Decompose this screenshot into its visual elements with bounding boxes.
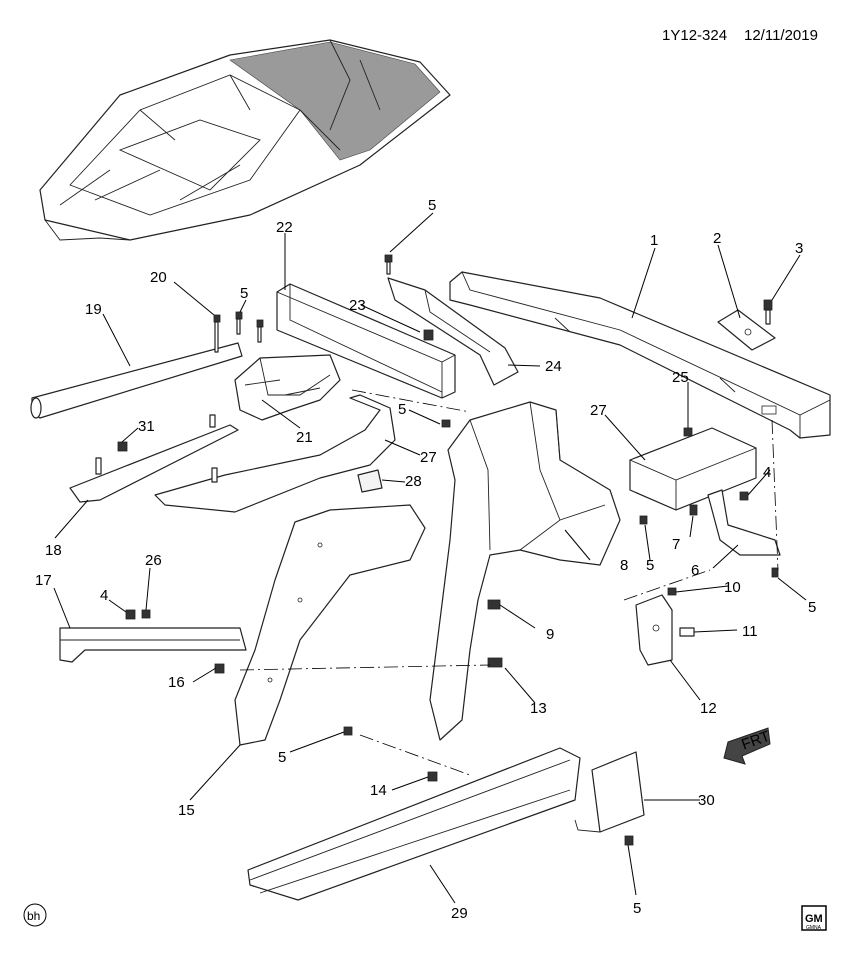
part-21-tube: [30, 342, 243, 419]
callout-27: 26: [145, 552, 162, 569]
callout-6: 6: [691, 562, 699, 579]
artist-mark-text: bh: [27, 909, 40, 923]
callout-5: 5: [278, 749, 286, 766]
part-17-panel: [234, 504, 426, 746]
gm-logo-text: GM: [805, 913, 823, 925]
gm-logo-subtext: GMNA: [806, 925, 822, 931]
callout-28: 27: [590, 402, 607, 419]
front-arrow-icon: FRT: [723, 727, 772, 765]
callout-20: 18: [45, 542, 62, 559]
callout-14: 14: [370, 782, 387, 799]
callout-9: 9: [546, 626, 554, 643]
part-19-bar: [59, 627, 247, 663]
part-8-housing: [429, 401, 621, 741]
part-25-clip: [423, 329, 434, 341]
diagram-date: 12/11/2019: [744, 27, 818, 44]
callout-5: 5: [646, 557, 654, 574]
callout-13: 13: [530, 700, 547, 717]
callout-17: 15: [178, 802, 195, 819]
callout-16: 29: [451, 905, 468, 922]
part-30-pad: [357, 469, 383, 493]
part-20-strip: [69, 414, 239, 503]
vehicle-body-overview: [39, 39, 451, 241]
callout-labels: 5 1 2 3 22 20 5 23 19 24 25 27 21 5 31 2…: [35, 197, 816, 922]
leader-lines: [53, 212, 807, 904]
part-16-sill: [247, 747, 581, 901]
callout-5: 5: [428, 197, 436, 214]
fasteners: [125, 254, 779, 846]
callout-24: 22: [276, 219, 293, 236]
callout-21: 19: [85, 301, 102, 318]
callout-5: 5: [398, 401, 406, 418]
callout-31: 31: [138, 418, 155, 435]
callout-12: 12: [700, 700, 717, 717]
callout-10: 10: [724, 579, 741, 596]
callout-1: 1: [650, 232, 658, 249]
callout-5: 5: [240, 285, 248, 302]
gm-logo: GM GMNA: [801, 905, 827, 931]
callout-3: 3: [795, 240, 803, 257]
part-31-nut: [117, 441, 128, 452]
part-23-bracket: [234, 354, 341, 421]
callout-26: 24: [545, 358, 562, 375]
callout-23: 21: [296, 429, 313, 446]
part-3-bolt: [763, 299, 773, 325]
part-29-curved-rail: [154, 394, 396, 513]
callout-18: 16: [168, 674, 185, 691]
part-24-beam: [276, 283, 456, 399]
callout-29: 27: [420, 449, 437, 466]
callout-25: 23: [349, 297, 366, 314]
part-28-box-rail: [629, 427, 757, 511]
part-1-rail: [449, 271, 831, 439]
callout-11: 11: [742, 623, 758, 640]
part-15-bracket: [574, 751, 645, 833]
part-12-bracket: [635, 594, 673, 666]
alignment-lines: [239, 389, 779, 776]
callout-15: 30: [698, 792, 715, 809]
callout-27: 25: [672, 369, 689, 386]
callout-8: 8: [620, 557, 628, 574]
diagram-code: 1Y12-324: [662, 27, 727, 44]
part-2-plate: [717, 309, 776, 351]
callout-4: 4: [763, 464, 771, 481]
callout-7: 7: [672, 536, 680, 553]
part-26-bracket: [387, 277, 519, 386]
callout-19: 17: [35, 572, 52, 589]
callout-22: 20: [150, 269, 167, 286]
callout-4: 4: [100, 587, 108, 604]
callout-5: 5: [808, 599, 816, 616]
callout-5: 5: [633, 900, 641, 917]
callout-30: 28: [405, 473, 422, 490]
callout-2: 2: [713, 230, 721, 247]
artist-mark: bh: [23, 903, 47, 927]
